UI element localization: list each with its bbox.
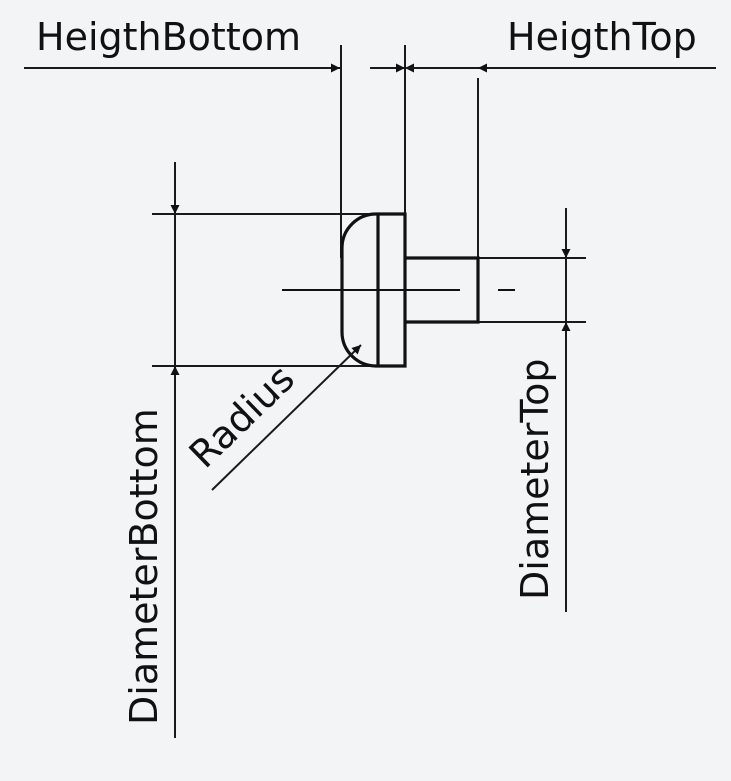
shaft-outline [405, 256, 480, 324]
diameter-bottom-label: DiameterBottom [122, 408, 166, 725]
radius-label: Radius [181, 356, 303, 476]
diameter-top-dimension: DiameterTop [478, 208, 586, 612]
diameter-top-label: DiameterTop [513, 358, 557, 600]
head-outline [340, 212, 407, 368]
heigth-bottom-label: HeigthBottom [36, 15, 301, 59]
heigth-bottom-dimension: HeigthBottom [24, 15, 405, 73]
diameter-bottom-dimension: DiameterBottom [122, 162, 376, 738]
radius-leader [211, 344, 362, 491]
heigth-top-dimension: HeigthTop [405, 15, 716, 73]
heigth-top-label: HeigthTop [507, 15, 697, 59]
